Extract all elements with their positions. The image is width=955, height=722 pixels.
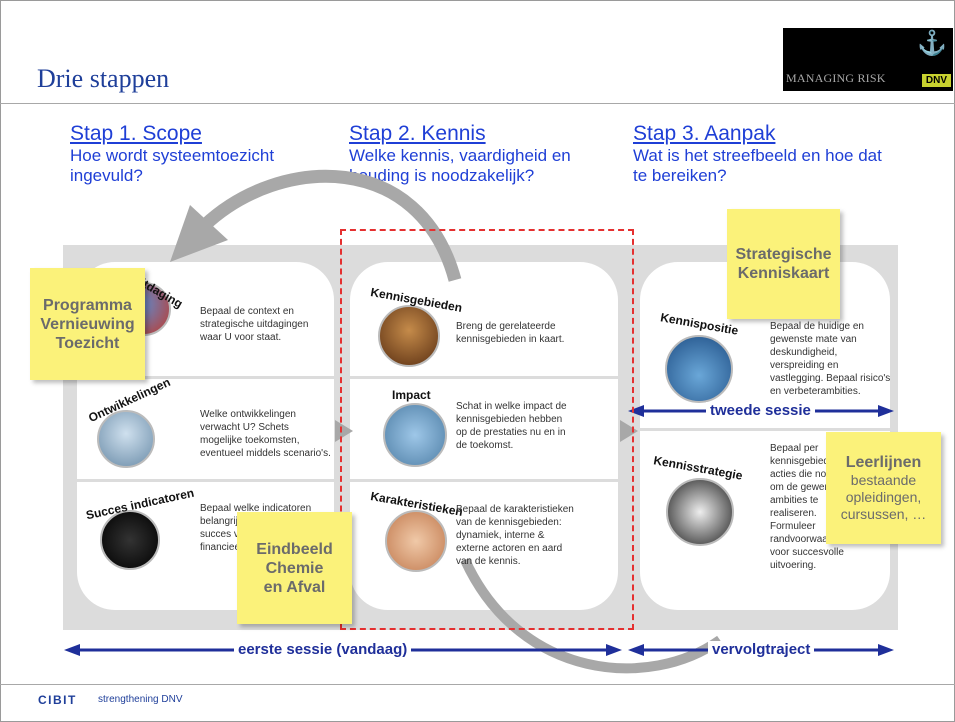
note-eindbeeld-line-1: Eindbeeld bbox=[256, 540, 333, 558]
step-3-text: Wat is het streefbeeld en hoe dat te ber… bbox=[633, 146, 882, 185]
note-leerlijnen-title: Leerlijnen bbox=[845, 454, 922, 471]
step-2: Stap 2. Kennis Welke kennis, vaardigheid… bbox=[349, 122, 609, 186]
kennisgebieden-text: Breng de gerelateerde kennisgebieden in … bbox=[456, 321, 565, 345]
kennisgebieden-icon bbox=[378, 305, 440, 367]
kennispositie-icon bbox=[665, 335, 733, 403]
arrow-tweede-right-head bbox=[878, 405, 894, 417]
note-programma-line-3: Toezicht bbox=[55, 334, 120, 352]
impact-ball-icon bbox=[383, 403, 447, 467]
focus-box-kennis bbox=[340, 229, 634, 630]
arrow-eerste-left-head bbox=[64, 644, 80, 656]
impact-text: Schat in welke impact de kennisgebieden … bbox=[456, 401, 567, 451]
step-1-text: Hoe wordt systeemtoezicht ingevuld? bbox=[70, 146, 275, 185]
step-3: Stap 3. Aanpak Wat is het streefbeeld en… bbox=[633, 122, 883, 186]
logo-badge: DNV bbox=[921, 74, 951, 87]
note-strategische-line-2: Kenniskaart bbox=[737, 265, 830, 282]
step-3-heading: Stap 3. Aanpak bbox=[633, 122, 776, 145]
scope-divider-1 bbox=[77, 376, 334, 379]
note-leerlijnen-sub-2: opleidingen, bbox=[845, 489, 922, 505]
note-leerlijnen-sub-1: bestaande bbox=[850, 472, 917, 488]
cycle-arrow-bottom bbox=[460, 557, 723, 674]
arrow-eerste-right-head bbox=[606, 644, 622, 656]
cycle-arrow-top bbox=[200, 169, 462, 282]
kennis-divider-2 bbox=[350, 479, 618, 482]
kennispositie-text: Bepaal de huidige en gewenste mate van d… bbox=[770, 321, 891, 397]
ontwikkelingen-icon bbox=[97, 410, 155, 468]
kennisstrategie-text: Bepaal per kennisgebied de acties die no… bbox=[770, 443, 858, 571]
logo-figures-icon: ⚓ bbox=[917, 30, 947, 57]
kennisstrategie-chess-icon bbox=[666, 478, 734, 546]
note-eindbeeld-line-2: Chemie bbox=[265, 559, 324, 577]
note-leerlijnen: Leerlijnen bestaande opleidingen, cursus… bbox=[826, 432, 941, 544]
note-leerlijnen-sub-3: cursussen, … bbox=[840, 506, 927, 522]
step-2-heading: Stap 2. Kennis bbox=[349, 122, 486, 145]
aanpak-divider bbox=[640, 428, 890, 431]
footer-subtitle: strengthening DNV bbox=[98, 694, 183, 705]
arrow-vervolg-right-head bbox=[878, 644, 894, 656]
note-strategische-kenniskaart: Strategische Kenniskaart bbox=[727, 209, 840, 319]
header-divider bbox=[0, 103, 955, 104]
label-vervolgtraject: vervolgtraject bbox=[708, 641, 815, 658]
arrow-tweede-left-head bbox=[628, 405, 644, 417]
note-strategische-line-1: Strategische bbox=[735, 246, 832, 263]
slide-title: Drie stappen bbox=[37, 64, 170, 93]
step-1-heading: Stap 1. Scope bbox=[70, 122, 202, 145]
step-2-text: Welke kennis, vaardigheid en houding is … bbox=[349, 146, 571, 185]
step-1: Stap 1. Scope Hoe wordt systeemtoezicht … bbox=[70, 122, 300, 186]
label-tweede-sessie: tweede sessie bbox=[706, 402, 815, 419]
label-eerste-sessie: eerste sessie (vandaag) bbox=[234, 641, 412, 658]
footer-divider bbox=[0, 684, 955, 685]
note-eindbeeld: Eindbeeld Chemie en Afval bbox=[237, 512, 352, 624]
cycle-arrow-top-head bbox=[170, 205, 228, 262]
uitdaging-text: Bepaal de context en strategische uitdag… bbox=[200, 306, 309, 343]
karakteristieken-icon bbox=[385, 510, 447, 572]
kennis-divider-1 bbox=[350, 376, 618, 379]
footer-brand: CIBIT bbox=[38, 693, 77, 707]
logo-text: MANAGING RISK bbox=[786, 71, 886, 85]
karakteristieken-text: Bepaal de karakteristieken van de kennis… bbox=[456, 504, 574, 567]
scope-to-kennis-arrow bbox=[335, 420, 353, 442]
succes-indicatoren-icon bbox=[100, 510, 160, 570]
note-programma-line-1: Programma bbox=[43, 296, 132, 314]
note-programma-line-2: Vernieuwing bbox=[40, 315, 135, 333]
impact-label: Impact bbox=[392, 388, 431, 402]
scope-divider-2 bbox=[77, 479, 334, 482]
note-programma: Programma Vernieuwing Toezicht bbox=[30, 268, 145, 380]
ontwikkelingen-text: Welke ontwikkelingen verwacht U? Schets … bbox=[200, 409, 331, 459]
note-eindbeeld-line-3: en Afval bbox=[263, 578, 326, 596]
dnv-logo: ⚓ MANAGING RISK DNV bbox=[783, 28, 953, 91]
arrow-vervolg-left-head bbox=[628, 644, 644, 656]
